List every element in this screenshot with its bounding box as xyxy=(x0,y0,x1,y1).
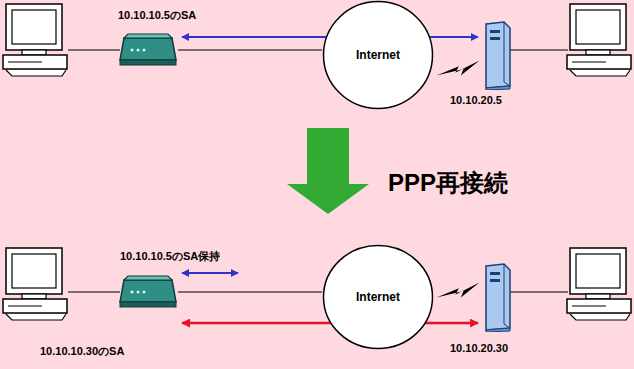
node-text: Internet xyxy=(356,48,400,62)
node-text: Internet xyxy=(356,290,400,304)
internet-cloud: Internet xyxy=(322,0,434,110)
address-label: 10.10.20.30 xyxy=(450,342,508,355)
internet-cloud: Internet xyxy=(322,244,434,350)
address-label: 10.10.10.30のSA xyxy=(40,345,124,358)
address-label: 10.10.10.5のSA xyxy=(118,9,196,22)
step-heading: PPP再接続 xyxy=(388,169,508,198)
address-label: 10.10.10.5のSA保持 xyxy=(120,250,220,263)
address-label: 10.10.20.5 xyxy=(450,94,502,107)
